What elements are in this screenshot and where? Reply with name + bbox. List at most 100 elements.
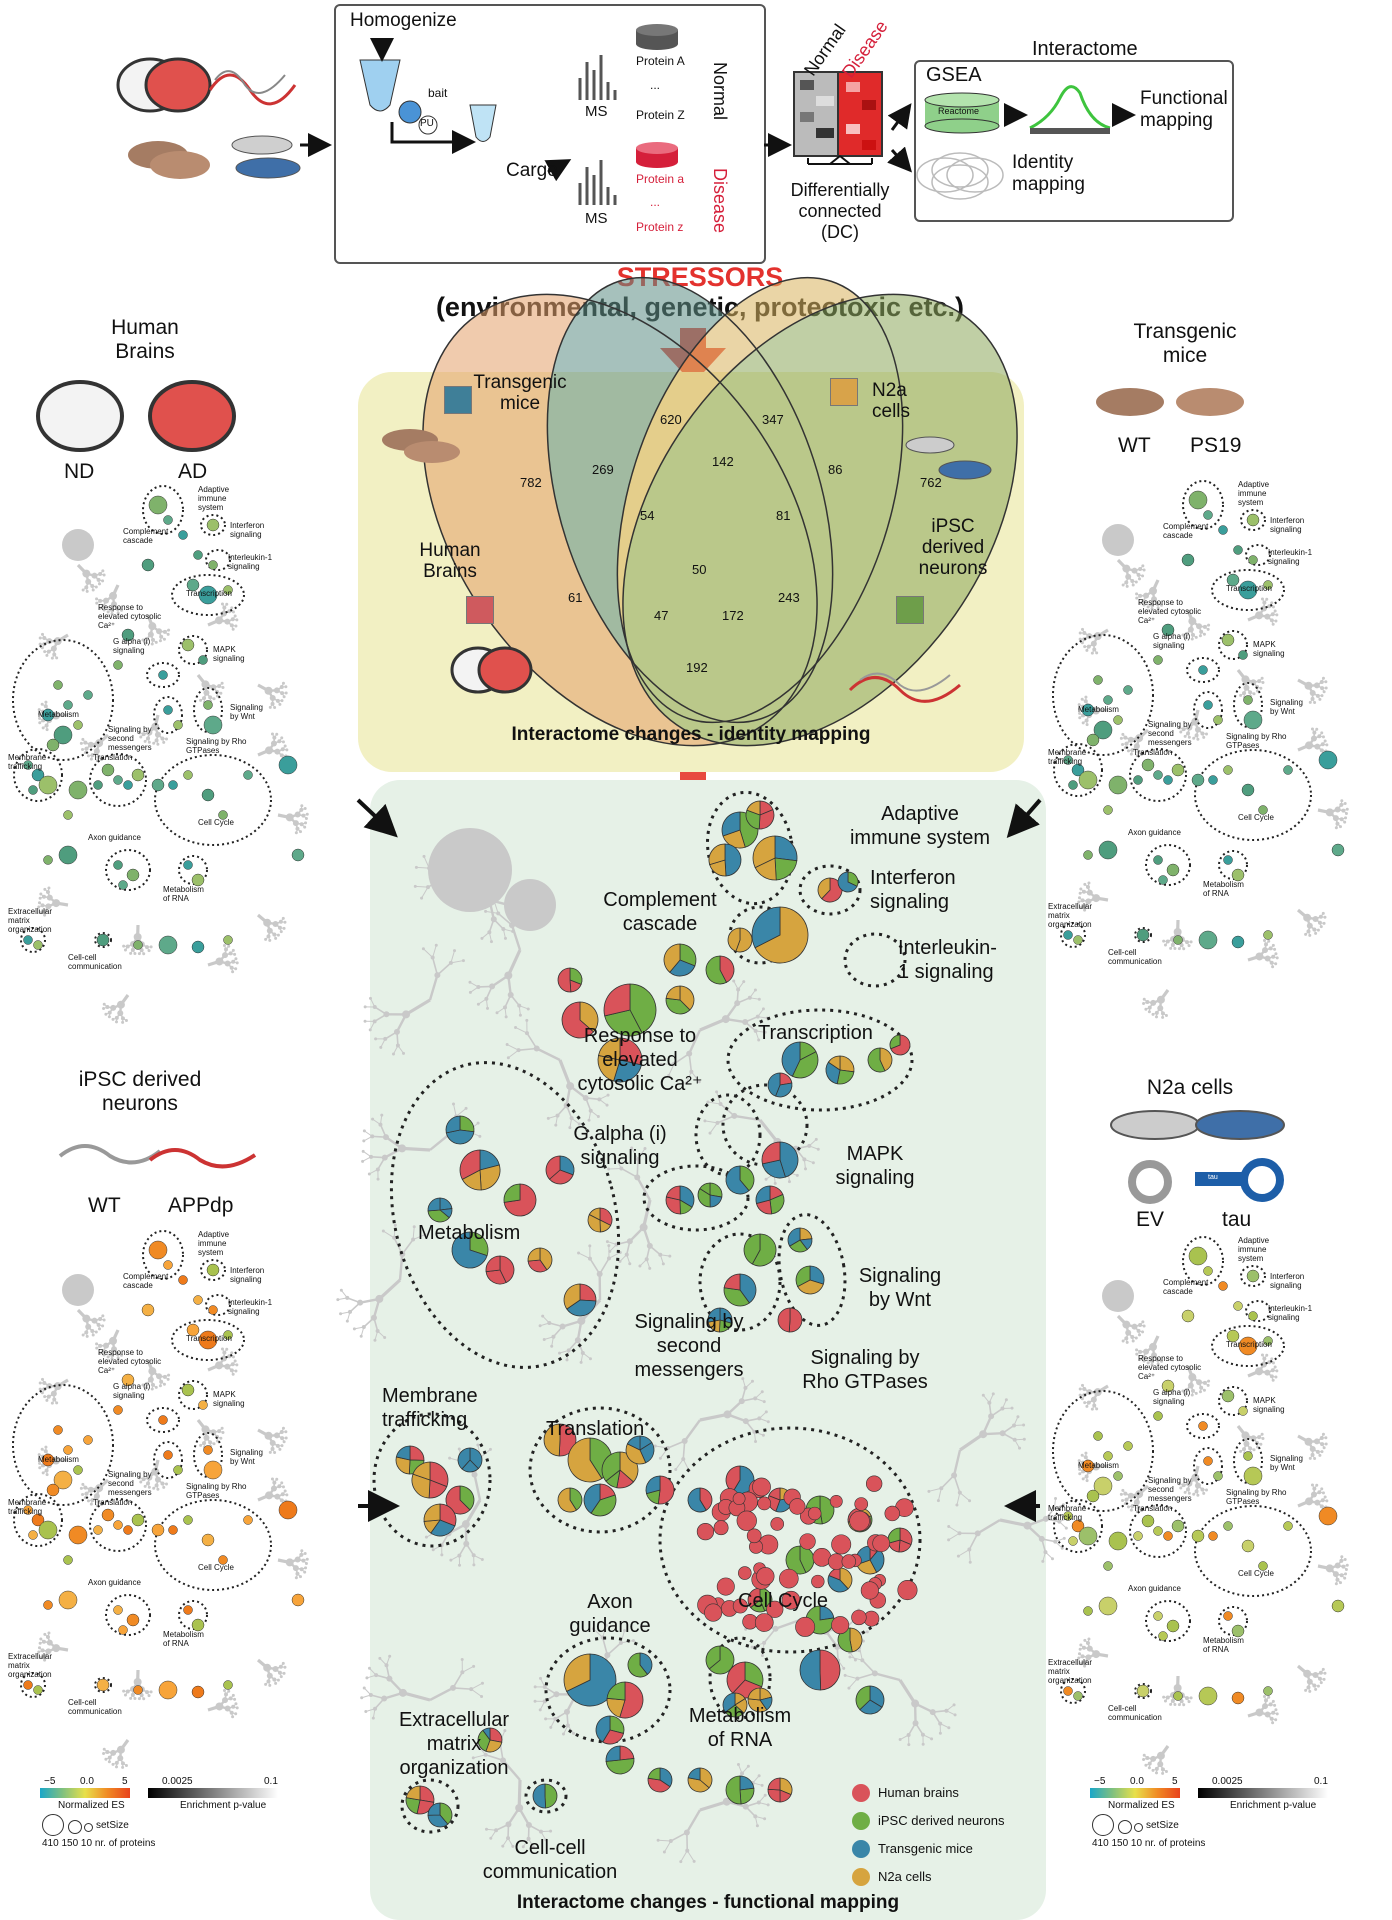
node <box>163 705 173 715</box>
side-label-axon: Axon guidance <box>1128 1584 1181 1593</box>
node <box>1123 685 1133 695</box>
node <box>1263 930 1273 940</box>
node <box>1181 553 1195 567</box>
group-outline-interleukin <box>843 932 907 988</box>
node <box>1263 580 1273 590</box>
pie-node <box>532 1783 558 1809</box>
pie-node <box>451 1231 489 1269</box>
branch-cluster <box>1317 799 1349 830</box>
pie-node <box>725 1165 755 1195</box>
side-label-galpha: G alpha (i) signaling <box>1153 1388 1191 1406</box>
node <box>198 655 208 665</box>
node <box>1081 1459 1095 1473</box>
grey-node <box>62 1274 94 1306</box>
bait-label: bait <box>428 86 448 100</box>
branch-cluster <box>1247 1353 1279 1382</box>
node <box>63 700 73 710</box>
group-outline <box>1211 569 1285 611</box>
node <box>1141 1514 1155 1528</box>
side-label-interferon: Interferon signaling <box>230 521 265 539</box>
node <box>795 1616 816 1637</box>
node <box>131 768 145 782</box>
pie-node <box>761 1141 799 1179</box>
node <box>41 708 55 722</box>
branch-cluster <box>102 1739 130 1769</box>
node <box>1231 1624 1245 1638</box>
branch-cluster <box>196 674 225 704</box>
pie-node <box>787 1227 813 1253</box>
side-label-adaptive: Adaptive immune system <box>198 485 230 512</box>
node <box>1161 623 1175 637</box>
node <box>770 1517 785 1531</box>
node <box>218 1555 228 1565</box>
node <box>1153 1611 1163 1621</box>
group-outline <box>193 687 223 733</box>
side-label-cellcycle: Cell Cycle <box>1238 813 1275 822</box>
pie-node <box>747 1587 773 1613</box>
branch-cluster <box>257 681 288 709</box>
group-outline <box>1233 1438 1263 1484</box>
node <box>1136 1684 1150 1698</box>
node <box>23 760 33 770</box>
pie-node <box>767 1777 793 1803</box>
node <box>1078 770 1098 790</box>
protein-Z: Protein Z <box>636 108 685 122</box>
branch-cluster <box>257 1477 289 1506</box>
group-outline <box>1245 544 1271 566</box>
node <box>43 1600 53 1610</box>
node <box>766 1600 784 1618</box>
node <box>198 585 218 605</box>
node <box>113 1405 123 1415</box>
pie-node <box>597 1037 643 1083</box>
side-label-second: Signaling by second messengers <box>108 725 152 752</box>
pie-node <box>395 1445 425 1475</box>
node <box>83 1435 93 1445</box>
pie-node <box>665 1185 695 1215</box>
node <box>101 763 115 777</box>
group-outline <box>1245 1300 1271 1322</box>
tube-icon-2 <box>469 104 497 142</box>
venn-count-50: 50 <box>692 562 707 577</box>
group-outline <box>20 1672 46 1698</box>
branch-cluster <box>277 1549 309 1580</box>
branch-cluster <box>1116 1314 1146 1344</box>
node <box>1133 1531 1143 1541</box>
venn-label-n2a: N2a cells <box>872 380 911 422</box>
swatch-n2a <box>830 378 858 406</box>
branch-cluster <box>1116 558 1146 588</box>
node <box>163 1450 173 1460</box>
venn-count-n2a-only: 347 <box>762 412 784 427</box>
group-outline <box>13 748 63 802</box>
node <box>121 628 135 642</box>
grey-node <box>62 529 94 561</box>
node <box>1103 695 1113 705</box>
group-outline <box>1052 634 1154 756</box>
node <box>799 1533 816 1550</box>
group-outline <box>1134 1683 1152 1699</box>
wt-mouse-icon <box>1096 388 1164 416</box>
p-gradient-bar <box>1198 1788 1328 1798</box>
node <box>133 940 143 950</box>
workflow-box <box>334 4 766 264</box>
node <box>158 935 178 955</box>
es-max: 5 <box>122 1776 128 1787</box>
venn-count-54: 54 <box>640 508 655 523</box>
side-label-cellcell: Cell-cell communication <box>1108 948 1162 966</box>
node <box>1213 1471 1223 1481</box>
node <box>183 1515 193 1525</box>
branch-cluster <box>196 1419 225 1449</box>
func-label-cellcycle: Cell Cycle <box>738 1590 829 1612</box>
venn-label-human: Human Brains <box>419 540 481 582</box>
human-nodes <box>696 1475 918 1637</box>
func-label-complement: Complement cascade <box>603 889 717 935</box>
node <box>713 1520 729 1536</box>
venn-count-human-only: 782 <box>520 475 542 490</box>
group-outline <box>1053 1499 1103 1553</box>
branch-cluster <box>1236 1425 1265 1455</box>
branch-cluster <box>659 979 769 1085</box>
pie-node <box>606 1681 644 1719</box>
identity-mapping-label: Identity mapping <box>1012 152 1085 195</box>
identity-venn-icon <box>916 152 1004 200</box>
pie-node <box>605 1745 635 1775</box>
node <box>1063 1511 1073 1521</box>
